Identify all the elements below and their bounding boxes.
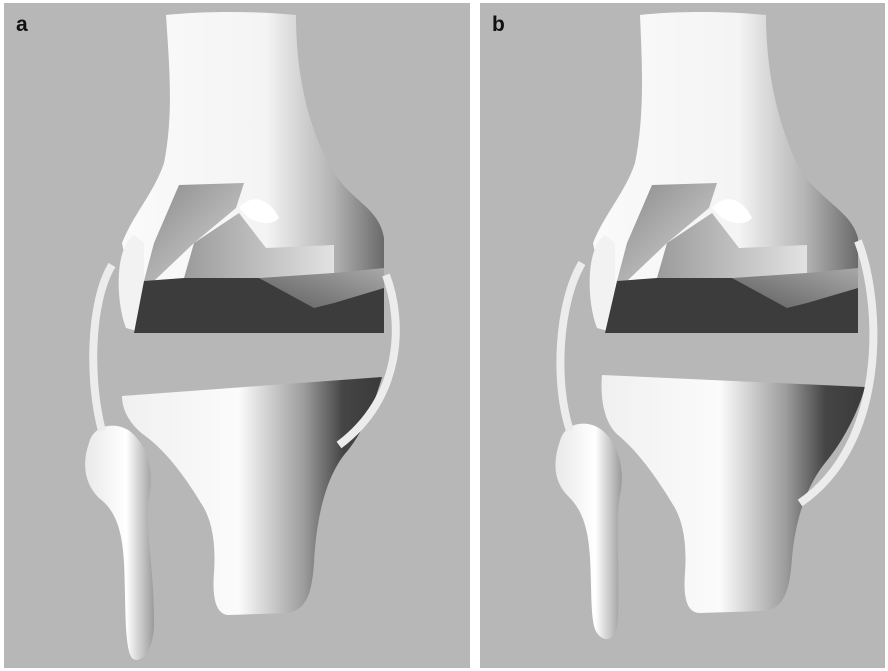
ligament-left xyxy=(93,265,112,431)
tibia xyxy=(602,375,865,613)
panel-b: b xyxy=(480,3,885,668)
tibia xyxy=(122,377,382,615)
fibula xyxy=(555,424,621,640)
panel-label-b: b xyxy=(492,13,505,37)
panel-label-a: a xyxy=(16,13,28,37)
knee-model-a xyxy=(4,3,470,668)
panel-a: a xyxy=(4,3,470,668)
knee-model-b xyxy=(480,3,885,668)
ligament-left xyxy=(560,263,582,431)
fibula xyxy=(85,426,154,660)
